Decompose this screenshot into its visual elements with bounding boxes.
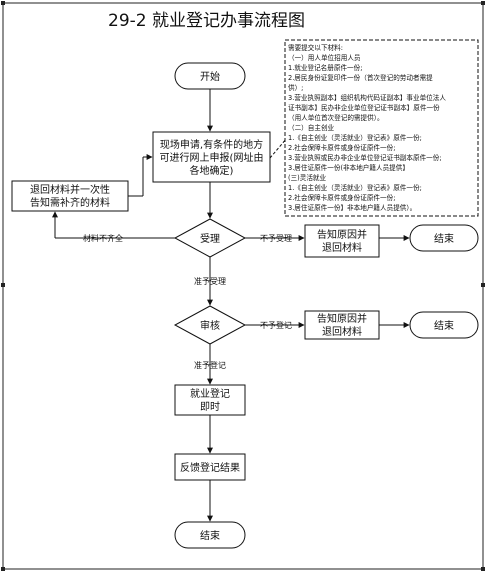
page-title: 29-2 就业登记办事流程图 (108, 11, 305, 31)
requirements-line: 1.就业登记名册原件一份; (288, 63, 362, 72)
edge-label-not-accepted: 不予受理 (260, 233, 292, 243)
requirements-line: 1.《自主创业（灵活就业）登记表》原件一份; (288, 183, 422, 192)
feedback-node (174, 453, 246, 481)
requirements-line: 3.营业执照或民办非企业单位登记证书副本原件一份; (288, 153, 442, 162)
notify-reject-1-line1: 告知原因并 (317, 228, 367, 241)
frame-corner-mark (481, 283, 485, 287)
end-node-final (174, 521, 246, 549)
end-1-label: 结束 (434, 232, 454, 245)
requirements-line: 需要提交以下材料: (288, 43, 343, 52)
review-label: 审核 (200, 319, 220, 332)
apply-label-line1: 现场申请,有条件的地方 (160, 138, 263, 151)
notify-reject-node-2 (304, 310, 380, 340)
notify-reject-node-1 (304, 224, 380, 258)
edge-label-registered: 准予登记 (194, 360, 226, 370)
return-docs-label-line1: 退回材料并一次性 (30, 183, 110, 196)
requirements-line: 供）; (288, 83, 303, 92)
register-label-line1: 就业登记 (190, 387, 230, 400)
requirements-line: 证书副本】民办非企业单位登记证书副本】原件一份 (288, 103, 440, 112)
frame-corner-mark (1, 567, 5, 571)
requirements-line: 3.居住证原件一份】非本地户籍人员提供）。 (288, 203, 416, 212)
notify-reject-2-line1: 告知原因并 (317, 312, 367, 325)
end-final-label: 结束 (200, 529, 220, 542)
frame-corner-mark (481, 567, 485, 571)
requirements-line: 1.《自主创业（灵活就业）登记表》原件一份; (288, 133, 422, 142)
accept-label: 受理 (200, 233, 220, 245)
apply-node (152, 131, 271, 183)
requirements-list: 需要提交以下材料: （一）用人单位招用人员 1.就业登记名册原件一份; 2.居民… (288, 43, 446, 212)
requirements-line: （用人单位首次登记的需提供）。 (288, 113, 384, 122)
requirements-box (284, 39, 479, 217)
feedback-label: 反馈登记结果 (180, 461, 240, 474)
frame-corner-mark (481, 1, 485, 5)
notify-reject-1-line2: 退回材料 (322, 241, 362, 254)
requirements-line: 2.社会保障卡原件或身份证原件一份; (288, 143, 395, 152)
return-docs-label-line2: 告知需补齐的材料 (30, 196, 110, 209)
frame-corner-mark (1, 283, 5, 287)
requirements-connector (269, 137, 288, 159)
apply-label-line2: 可进行网上申报(网址由 (160, 151, 264, 164)
return-docs-node (11, 180, 129, 212)
end-node-1 (409, 224, 479, 252)
frame-corner-mark (1, 1, 5, 5)
requirements-line: 3.居住证原件一份(非本地户籍人员提供】 (288, 163, 409, 172)
edge-label-incomplete: 材料不齐全 (83, 233, 123, 243)
register-label-line2: 即时 (200, 401, 220, 413)
end-2-label: 结束 (434, 319, 454, 332)
apply-label-line3: 各地确定) (190, 164, 234, 177)
requirements-line: 3.营业执照副本】组织机构代码证副本】事业单位法人 (288, 93, 446, 102)
edge-label-not-registered: 不予登记 (260, 320, 292, 330)
requirements-line: 2.社会保障卡原件或身份证原件一份; (288, 193, 395, 202)
end-node-2 (409, 311, 479, 339)
requirements-line: (三)灵活就业 (288, 173, 327, 182)
requirements-line: （一）用人单位招用人员 (288, 53, 361, 62)
start-label: 开始 (200, 70, 220, 83)
edge-label-accepted: 准予受理 (194, 276, 226, 286)
requirements-line: 2.居民身份证复印件一份（首次登记的劳动者需提 (288, 73, 433, 82)
notify-reject-2-line2: 退回材料 (322, 325, 362, 338)
requirements-line: （二）自主创业 (288, 123, 335, 132)
